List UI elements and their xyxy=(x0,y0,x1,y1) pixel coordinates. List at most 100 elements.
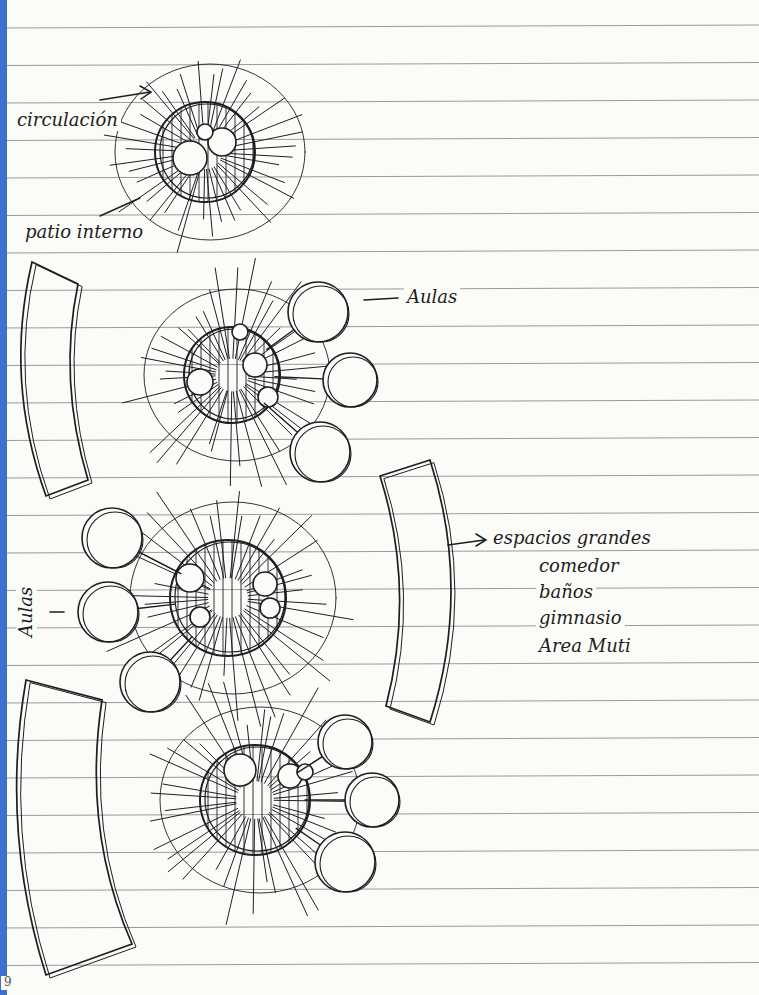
ruled-line xyxy=(0,63,759,66)
ruled-line xyxy=(0,738,759,741)
hatch-line xyxy=(246,329,247,421)
radiating-line xyxy=(239,615,290,695)
aula-circle xyxy=(315,832,375,892)
aula-link xyxy=(139,552,181,574)
hatch-line xyxy=(277,567,278,629)
aula-circle xyxy=(293,286,349,342)
aula-link xyxy=(305,799,345,800)
radiating-line xyxy=(145,600,208,605)
radiating-line xyxy=(183,814,242,879)
patio-circle xyxy=(160,104,254,198)
radiating-line xyxy=(241,614,290,674)
radiating-line xyxy=(271,757,322,790)
leader-line xyxy=(364,298,398,300)
aula-circle xyxy=(328,357,378,407)
radiating-line xyxy=(150,387,220,453)
large-space-bracket xyxy=(21,262,88,496)
ruled-line xyxy=(0,288,759,291)
circulation-ring xyxy=(115,64,305,240)
hatch-line xyxy=(237,327,238,422)
aula-link xyxy=(275,377,323,379)
handwritten-label: baños xyxy=(536,582,596,603)
hatch-line xyxy=(271,747,272,852)
radiating-line xyxy=(123,595,207,597)
radiating-line xyxy=(274,805,325,818)
inner-circle xyxy=(176,564,204,592)
large-space-bracket xyxy=(17,680,132,975)
aula-circle xyxy=(345,773,399,827)
inner-circle xyxy=(173,141,207,175)
patio-circle xyxy=(205,747,309,851)
aula-circle xyxy=(350,777,400,827)
patio-circle xyxy=(184,327,280,423)
ruled-line xyxy=(0,138,759,141)
hatch-line xyxy=(232,540,233,656)
hatch-line xyxy=(217,760,218,840)
large-space-bracket xyxy=(21,683,136,978)
hatch-line xyxy=(208,102,209,202)
arrow-head xyxy=(476,534,486,546)
radiating-line xyxy=(104,135,187,149)
aula-circle xyxy=(83,586,139,642)
hatch-line xyxy=(280,751,281,849)
aula-link xyxy=(138,604,176,608)
radiating-line xyxy=(244,387,292,435)
handwritten-label: comedor xyxy=(536,556,622,577)
aula-link xyxy=(267,330,294,350)
radiating-line xyxy=(222,155,278,165)
hatch-line xyxy=(241,541,242,654)
hatch-line xyxy=(228,327,229,423)
ruled-line xyxy=(0,400,759,403)
hatch-line xyxy=(244,121,245,184)
radiating-line xyxy=(226,819,251,925)
leader-line xyxy=(50,611,64,613)
inner-circle xyxy=(224,754,256,786)
aula-circle xyxy=(323,353,377,407)
inner-circle xyxy=(190,607,210,627)
inner-circle xyxy=(197,124,213,140)
radiating-line xyxy=(224,618,227,675)
hatch-line xyxy=(196,550,197,647)
large-space-bracket xyxy=(384,463,455,725)
aula-circle xyxy=(323,719,373,769)
hatch-line xyxy=(235,112,236,192)
large-space-bracket xyxy=(380,460,451,722)
hatch-line xyxy=(205,545,206,651)
aula-circle xyxy=(120,652,180,712)
radiating-line xyxy=(230,392,231,486)
radiating-line xyxy=(204,169,205,218)
inner-circle xyxy=(253,572,277,596)
hatch-line xyxy=(262,745,263,854)
patio-circle xyxy=(155,102,255,202)
aula-circle xyxy=(78,582,138,642)
inner-circle xyxy=(232,324,248,340)
radiating-line xyxy=(221,160,294,198)
hatch-line xyxy=(214,542,215,655)
radiating-line xyxy=(245,609,323,660)
ruled-line xyxy=(0,700,759,703)
radiating-line xyxy=(157,388,221,463)
handwritten-label: Aulas xyxy=(16,584,37,640)
ruled-line xyxy=(0,663,759,666)
radiating-line xyxy=(151,804,237,821)
radiating-line xyxy=(236,391,261,486)
patio-circle xyxy=(170,540,286,656)
aula-circle xyxy=(125,656,181,712)
aula-circle xyxy=(295,426,351,482)
binding-edge xyxy=(0,0,7,995)
ruled-line xyxy=(0,325,759,328)
inner-circle xyxy=(260,598,280,618)
ruled-line xyxy=(0,438,759,441)
handwritten-label: espacios grandes xyxy=(490,528,654,549)
radiating-line xyxy=(215,268,229,358)
radiating-line xyxy=(154,808,238,849)
ruled-line xyxy=(0,25,759,28)
radiating-line xyxy=(230,618,238,720)
leader-line xyxy=(100,198,140,216)
inner-circle xyxy=(258,387,278,407)
patio-circle xyxy=(175,542,285,652)
ruled-line xyxy=(0,363,759,366)
aula-circle xyxy=(320,836,376,892)
